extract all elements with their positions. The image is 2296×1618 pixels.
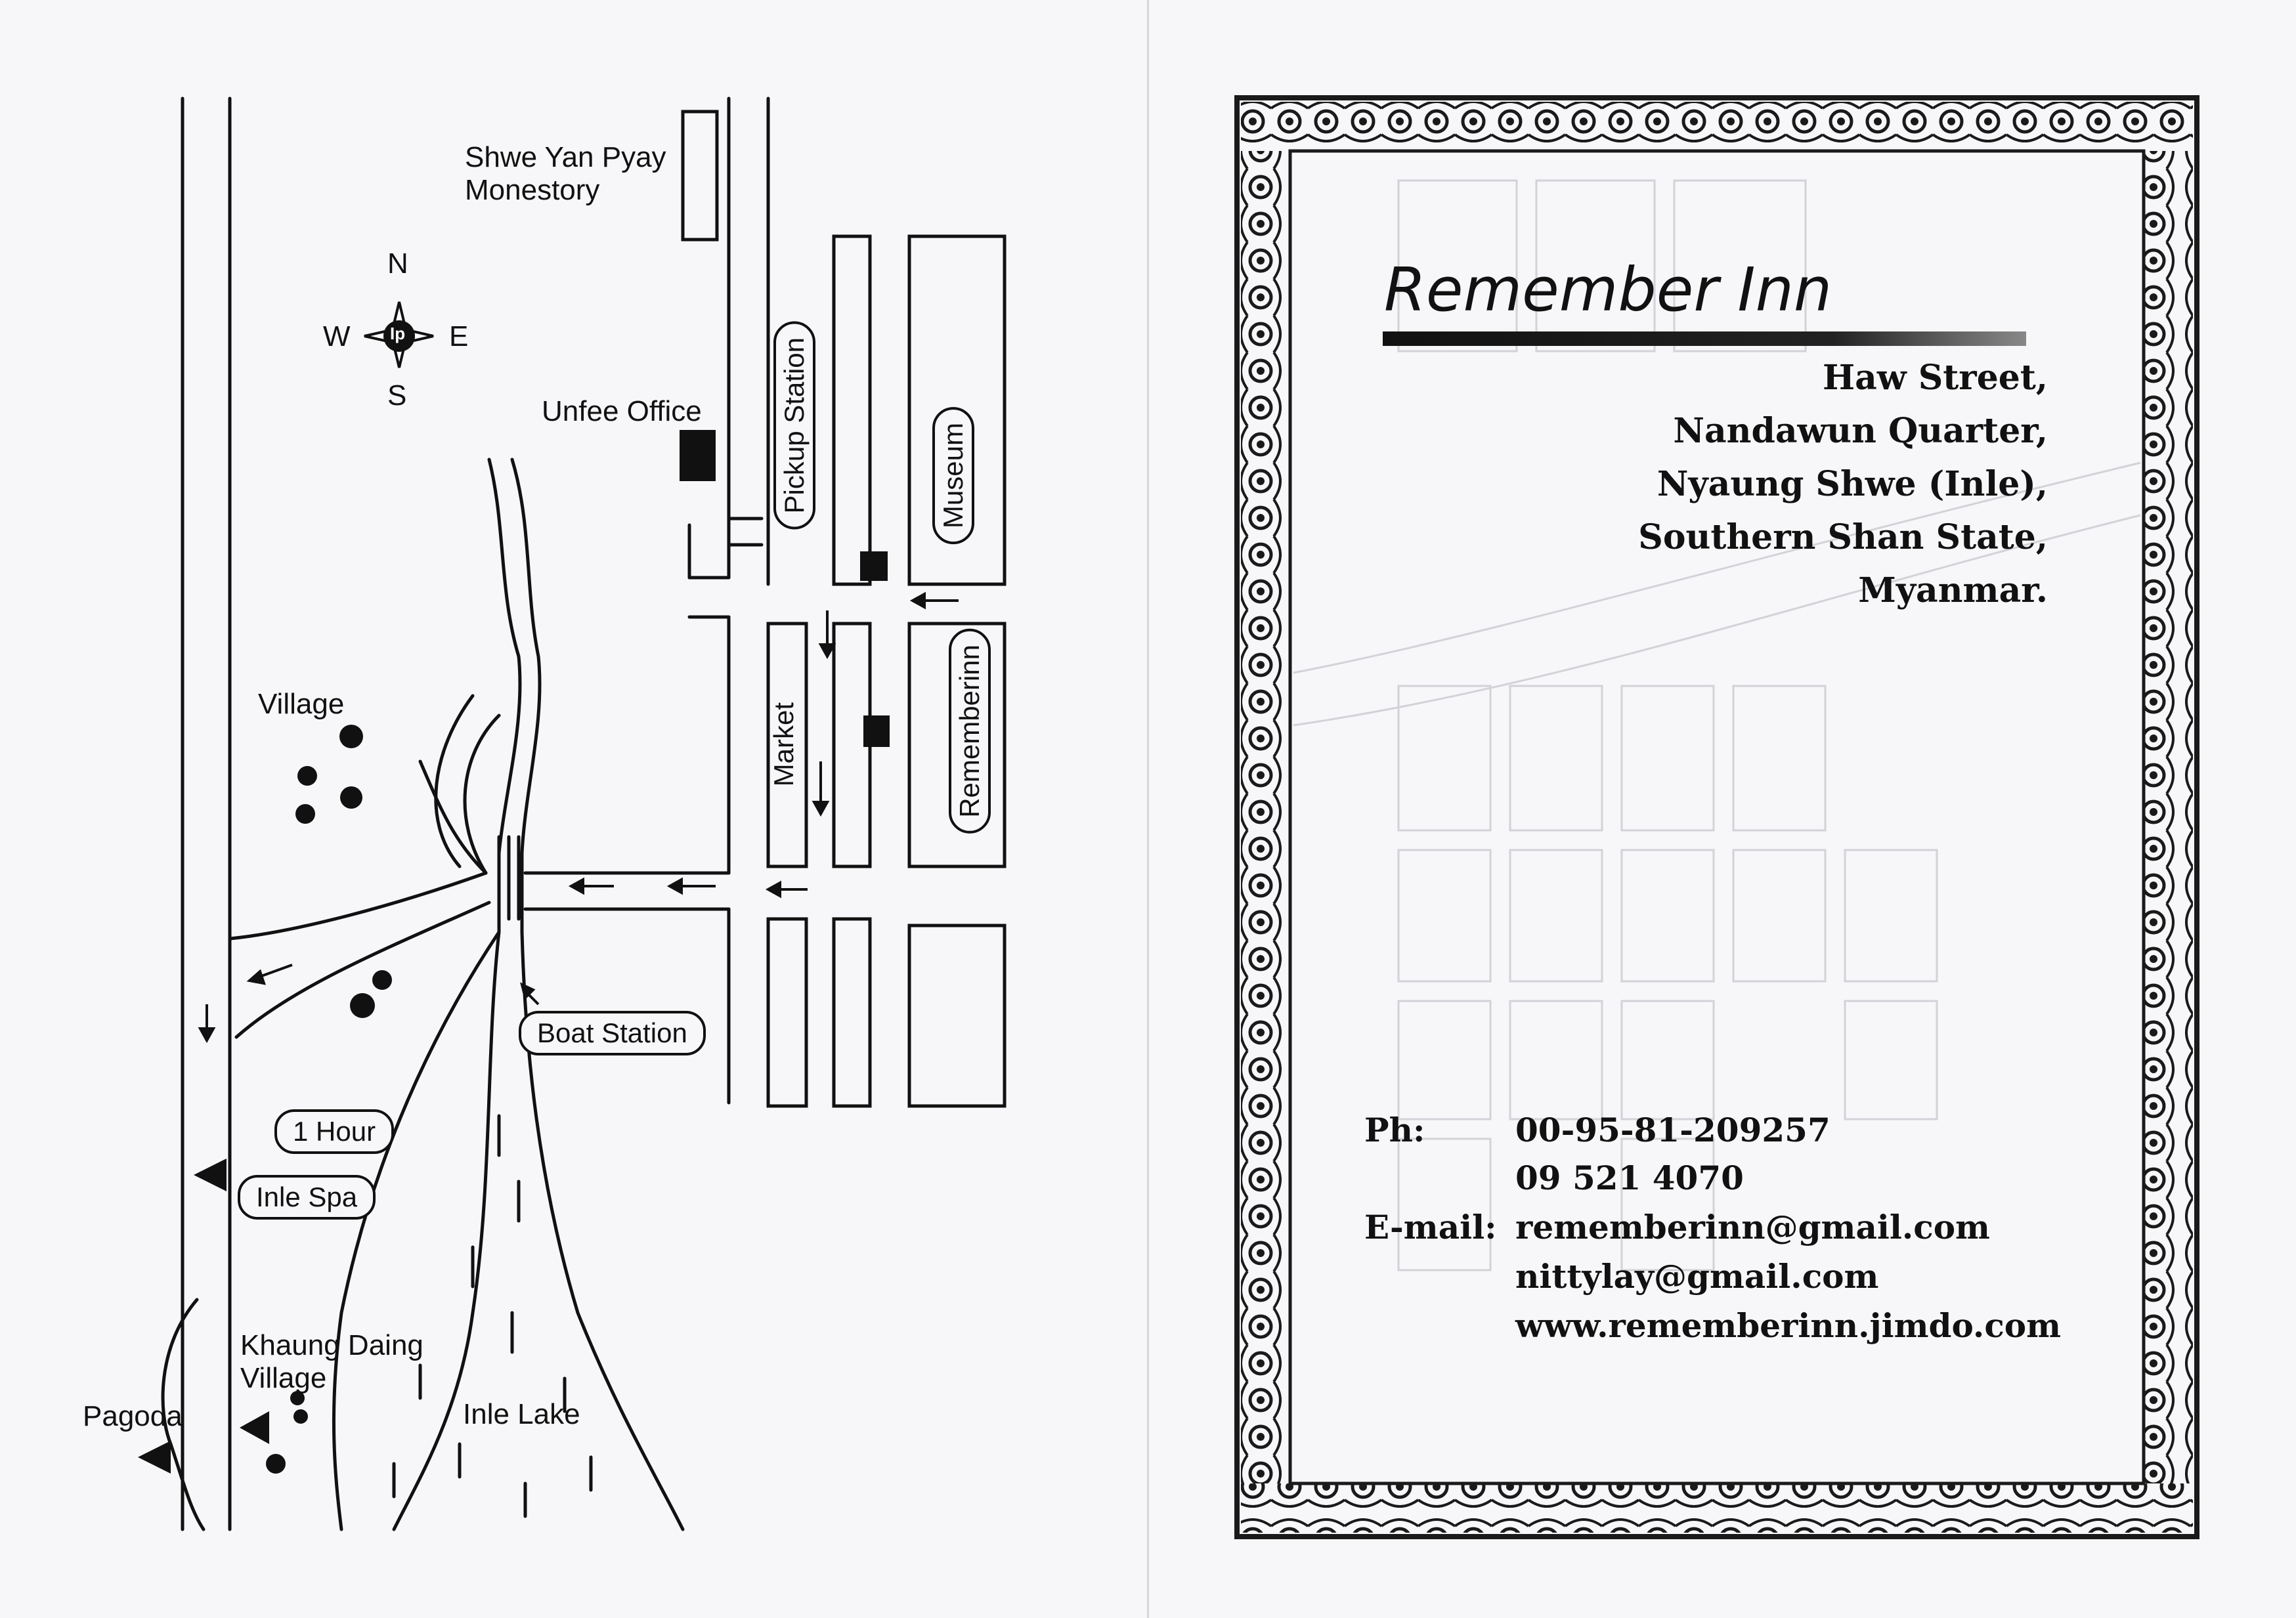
market-block [766, 622, 808, 868]
canal-branch-2 [434, 694, 475, 868]
village-dot [350, 993, 375, 1018]
museum-block [907, 234, 1007, 586]
arrow-head-northwest [520, 982, 536, 1000]
museum-pill: Museum [932, 407, 974, 545]
arrow-head-west [246, 969, 266, 985]
arrow-head-south [818, 643, 836, 660]
address-line-4: Southern Shan State, [1638, 517, 2048, 557]
hand-drawn-map [138, 96, 1007, 1531]
khaung-daing-dot [293, 1409, 308, 1424]
unfee-office-label: Unfee Office [542, 395, 702, 427]
rememberinn-block [907, 622, 1007, 868]
arrow-head-west [568, 877, 584, 895]
village-dot [339, 725, 363, 748]
compass-center-disc [383, 320, 415, 352]
block-pickup-east [832, 234, 872, 586]
block-south-3 [907, 924, 1007, 1108]
building-marker [860, 551, 888, 581]
khaung-daing-label-line2: Village [240, 1362, 327, 1394]
block-south-2 [832, 917, 872, 1108]
arrow-head-west [666, 877, 683, 895]
address-line-5: Myanmar. [1858, 570, 2048, 610]
khaung-daing-dot [290, 1391, 305, 1405]
one-hour-pill: 1 Hour [274, 1109, 395, 1154]
inle-lake-label: Inle Lake [463, 1398, 580, 1430]
market-label: Market [768, 702, 799, 787]
compass-n-label: N [387, 247, 408, 280]
waterway-south [234, 901, 491, 1039]
inle-spa-pill: Inle Spa [238, 1175, 376, 1220]
village-dot [372, 970, 392, 990]
email-2[interactable]: nittylay@gmail.com [1515, 1257, 1879, 1296]
canal-west-bank [392, 458, 522, 1531]
arrow-head-west [765, 880, 781, 899]
email-1[interactable]: rememberinn@gmail.com [1515, 1208, 1990, 1246]
village-dot [340, 786, 362, 809]
address-line-1: Haw Street, [1823, 358, 2048, 398]
rememberinn-marker [863, 715, 890, 747]
inle-spa-marker [194, 1159, 227, 1191]
khaung-daing-label-line1: Khaung Daing [240, 1329, 423, 1361]
khaung-daing-marker [240, 1411, 269, 1444]
compass-center-label: Ip [390, 324, 406, 343]
village-dot [295, 804, 315, 824]
pagoda-marker [138, 1441, 171, 1474]
khaung-daing-dot [266, 1454, 286, 1474]
phone-number-1[interactable]: 00-95-81-209257 [1515, 1111, 1830, 1149]
address-line-3: Nyaung Shwe (Inle), [1657, 464, 2048, 504]
arrow-head-south [812, 801, 830, 817]
title-underline-bar [1383, 331, 2026, 346]
phone-label: Ph: [1364, 1111, 1425, 1149]
canal-east-bank [510, 458, 685, 1531]
block-south-1 [766, 917, 808, 1108]
compass-e-label: E [449, 320, 469, 352]
canal-branch-1 [463, 713, 501, 875]
village-dot [297, 766, 317, 786]
compass-rose [364, 301, 434, 368]
monastery-block [681, 110, 719, 242]
pagoda-label: Pagoda [83, 1400, 183, 1432]
canal-branch-3 [418, 759, 488, 875]
monastery-label-line1: Shwe Yan Pyay [465, 141, 666, 173]
arrow-head-south [198, 1027, 216, 1044]
arrow-head-west [909, 591, 926, 610]
website-link[interactable]: www.rememberinn.jimdo.com [1515, 1306, 2062, 1345]
waterway-north [228, 871, 488, 941]
boat-station-pill: Boat Station [519, 1011, 706, 1055]
compass-w-label: W [323, 320, 351, 352]
compass-s-label: S [387, 379, 407, 412]
rememberinn-pill: Rememberinn [949, 629, 991, 834]
ornamental-border [1234, 95, 2199, 1539]
email-label: E-mail: [1364, 1208, 1497, 1246]
village-label: Village [258, 688, 345, 720]
page-fold [1147, 0, 1149, 1618]
lake-west-shore [332, 930, 501, 1531]
phone-number-2[interactable]: 09 521 4070 [1515, 1159, 1744, 1197]
monastery-label-line2: Monestory [465, 174, 600, 206]
unfee-office-marker [680, 430, 716, 481]
pickup-station-pill: Pickup Station [773, 322, 815, 530]
inn-title: Remember Inn [1384, 255, 1832, 325]
address-line-2: Nandawun Quarter, [1673, 411, 2048, 451]
pagoda-path [161, 1298, 206, 1531]
